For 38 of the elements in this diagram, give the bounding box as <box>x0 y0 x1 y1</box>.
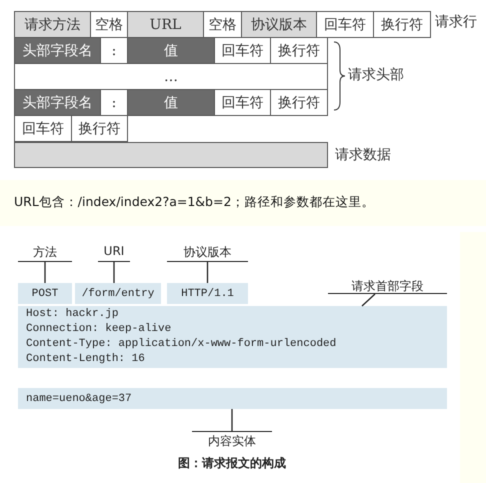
row-label: 请求行 <box>435 13 477 31</box>
table-cell: 换行符 <box>71 115 128 142</box>
table-cell: 换行符 <box>270 89 328 116</box>
table-cell: 请求方法 <box>14 11 91 38</box>
leader-label: URI <box>98 244 130 262</box>
table-cell: 头部字段名 <box>14 37 101 64</box>
table-cell: … <box>14 63 328 90</box>
table-cell: 头部字段名 <box>14 89 101 116</box>
code-box: HTTP/1.1 <box>167 283 248 304</box>
table-cell: 值 <box>127 89 215 116</box>
row-label: 请求头部 <box>348 66 404 84</box>
header-block <box>18 306 447 368</box>
code-box: POST <box>18 283 72 304</box>
leader-line <box>231 409 233 431</box>
leader-line <box>44 262 46 283</box>
table-cell: 回车符 <box>14 115 72 142</box>
leader-line <box>362 294 376 306</box>
leader-line <box>206 262 208 283</box>
leader-line <box>113 262 115 283</box>
caption: 图：请求报文的构成 <box>177 455 287 472</box>
code-box: /form/entry <box>75 283 161 304</box>
table-cell: 回车符 <box>316 11 374 38</box>
table-cell: 值 <box>127 37 215 64</box>
note-text: URL包含：/index/index2?a=1&b=2；路径和参数都在这里。 <box>14 194 374 211</box>
table-cell: 协议版本 <box>241 11 317 38</box>
code-line: Connection: keep-alive <box>26 322 172 337</box>
data-box <box>14 142 328 168</box>
code-line: Host: hackr.jp <box>26 307 118 322</box>
table-cell: URL <box>127 11 204 38</box>
leader-label: 请求首部字段 <box>328 278 447 294</box>
leader-label: 内容实体 <box>192 431 272 450</box>
row-label: 请求数据 <box>335 146 391 164</box>
leader-label: 方法 <box>18 244 72 262</box>
table-cell: 换行符 <box>373 11 431 38</box>
leader-label: 协议版本 <box>167 244 248 262</box>
body-block: name=ueno&age=37 <box>18 388 447 409</box>
code-line: Content-Type: application/x-www-form-urlencoded <box>26 337 336 352</box>
code-line: Content-Length: 16 <box>26 352 145 367</box>
